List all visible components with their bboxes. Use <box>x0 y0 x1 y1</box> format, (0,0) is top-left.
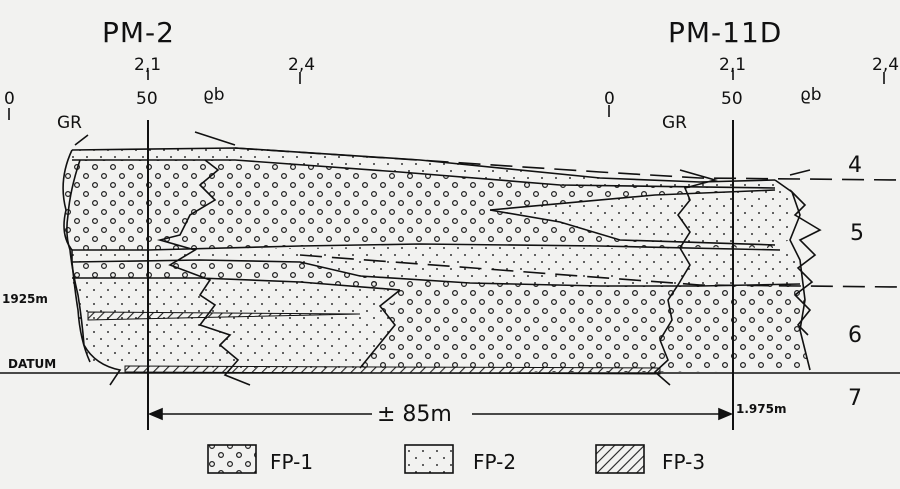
pm11d-gr-scale-right: 50 <box>721 89 743 109</box>
pm11d-gr-scale-left: 0 <box>604 89 615 109</box>
legend-swatch-fp3 <box>596 445 644 473</box>
pm2-depth-label: 1925m <box>2 292 48 306</box>
pm2-rho-label: ϱb <box>203 85 225 105</box>
legend-label-fp3: FP-3 <box>662 450 705 474</box>
unit-7-label: 7 <box>848 386 862 411</box>
well-name-pm11d: PM-11D <box>668 16 782 49</box>
pm2-gr-scale-left: 0 <box>4 89 15 109</box>
unit-4-label: 4 <box>848 153 862 178</box>
legend-label-fp1: FP-1 <box>270 450 313 474</box>
pm2-rho-scale-right: 2,4 <box>288 55 315 75</box>
legend-label-fp2: FP-2 <box>473 450 516 474</box>
pm2-rho-scale-left: 2,1 <box>134 55 161 75</box>
legend-swatch-fp1 <box>208 445 256 473</box>
pm2-gr-label: GR <box>57 113 82 133</box>
legend: FP-1 FP-2 FP-3 <box>208 445 705 474</box>
pm11d-gr-label: GR <box>662 113 687 133</box>
pm11d-rho-scale-right: 2,4 <box>872 55 899 75</box>
legend-swatch-fp2 <box>405 445 453 473</box>
unit-5-label: 5 <box>850 221 864 246</box>
fp2-lower-left <box>72 278 400 368</box>
pm11d-rho-scale-left: 2,1 <box>719 55 746 75</box>
pm11d-depth-label: 1.975m <box>736 402 786 416</box>
pm11d-rho-label: ϱb <box>800 85 822 105</box>
distance-label: ± 85m <box>377 402 452 427</box>
datum-label: DATUM <box>8 357 56 371</box>
pm2-gr-scale-right: 50 <box>136 89 158 109</box>
unit-6-label: 6 <box>848 323 862 348</box>
fp1-lower-body <box>360 276 810 372</box>
well-name-pm2: PM-2 <box>102 16 175 49</box>
